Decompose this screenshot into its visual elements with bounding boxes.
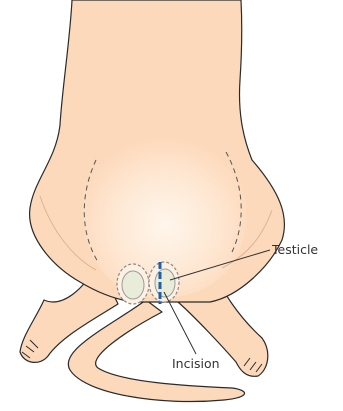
right-testicle-icon	[149, 262, 179, 302]
left-testicle-icon	[117, 264, 149, 304]
incision-label: Incision	[172, 356, 220, 371]
testicle-label: Testicle	[271, 242, 318, 257]
